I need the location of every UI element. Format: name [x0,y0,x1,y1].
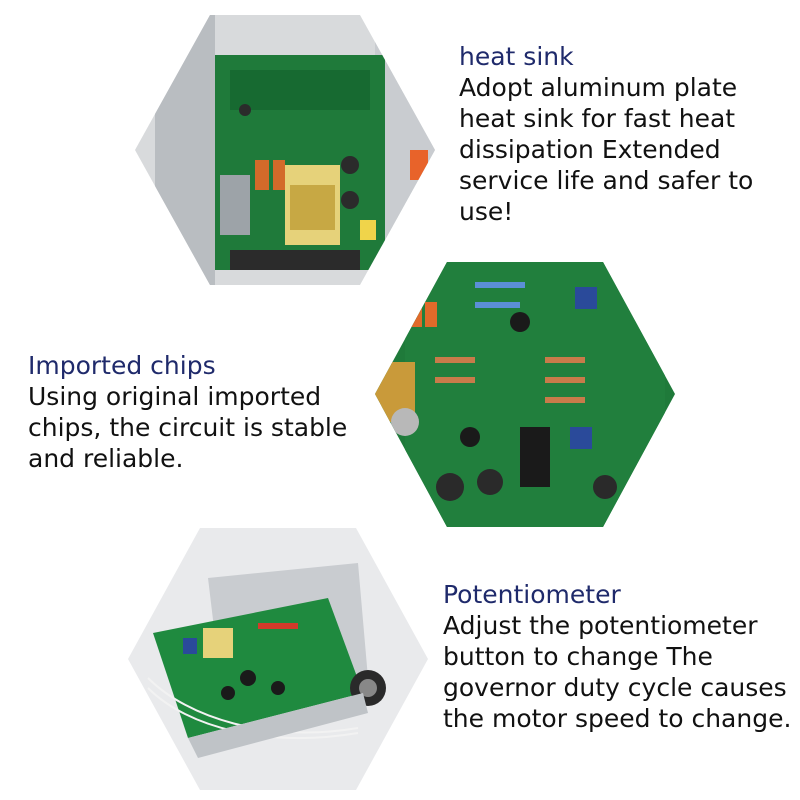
feature-title: Imported chips [28,351,216,380]
imported-chips-photo [375,262,675,527]
feature-imported-chips: Imported chips Using original imported c… [28,351,373,474]
feature-potentiometer: Potentiometer Adjust the potentiometer b… [443,580,793,734]
feature-description: Using original imported chips, the circu… [28,382,348,473]
feature-title: Potentiometer [443,580,621,609]
pcb-heat-sink-photo-icon [135,15,435,285]
feature-description: Adopt aluminum plate heat sink for fast … [459,73,754,226]
potentiometer-photo [128,528,428,790]
feature-description: Adjust the potentiometer button to chang… [443,611,792,733]
heat-sink-photo [135,15,435,285]
feature-heat-sink: heat sink Adopt aluminum plate heat sink… [459,42,789,227]
feature-title: heat sink [459,42,574,71]
pcb-potentiometer-photo-icon [128,528,428,790]
pcb-chips-photo-icon [375,262,675,527]
